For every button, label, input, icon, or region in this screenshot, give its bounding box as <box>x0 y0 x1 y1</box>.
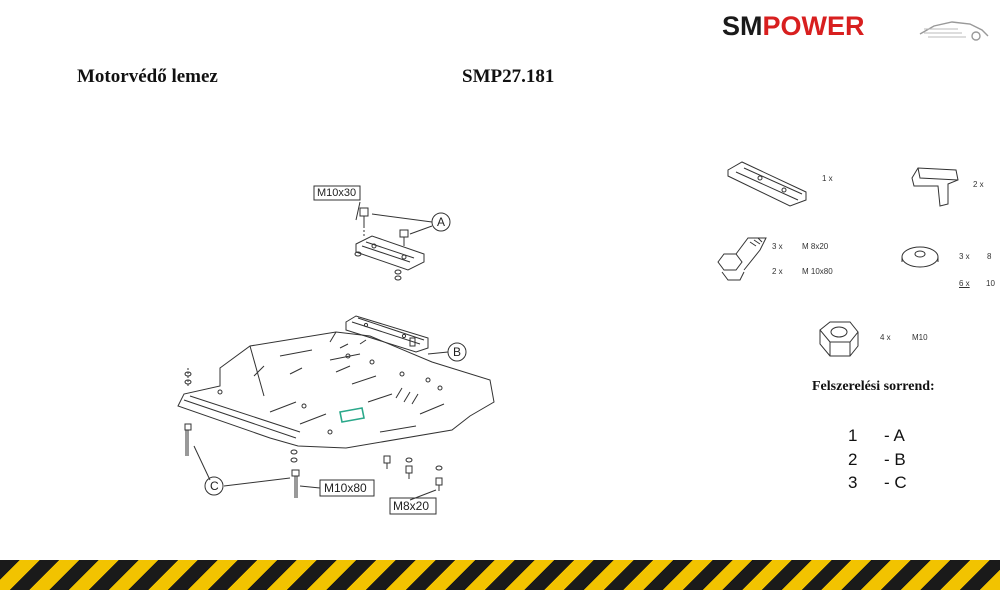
bolt-label-m8x20: M8x20 <box>393 499 430 513</box>
step-2-number: 2 <box>848 450 858 469</box>
bolt-qty-2: 2 x <box>772 267 783 276</box>
hazard-stripe-footer <box>0 560 1000 590</box>
label-box-m10x30 <box>313 185 361 201</box>
product-code: SMP27.181 <box>462 66 555 87</box>
smpower-logo: SMPOWER <box>722 8 990 44</box>
bolt-top-1 <box>359 207 369 217</box>
step-3-number: 3 <box>848 473 858 492</box>
leader-b <box>427 351 449 355</box>
leader-c-2 <box>193 445 211 481</box>
washer-size-1: 8 <box>987 252 992 261</box>
step-3-label: - C <box>884 473 907 492</box>
leader-m10x30 <box>355 201 361 221</box>
drain-hole-outline <box>339 407 365 423</box>
logo-power-text: POWER <box>762 11 865 41</box>
tbracket-qty: 2 x <box>973 180 984 189</box>
step-1-number: 1 <box>848 426 858 445</box>
nut-size: M10 <box>912 333 928 342</box>
callout-a: A <box>437 215 446 229</box>
leader-a-2 <box>409 225 433 235</box>
step-2-label: - B <box>884 450 906 469</box>
leader-a-1 <box>371 213 433 223</box>
car-silhouette-icon <box>919 21 989 41</box>
label-box-m8x20 <box>389 497 437 515</box>
callout-a-circle <box>431 212 451 232</box>
assembly-diagram <box>177 161 959 515</box>
callout-b: B <box>453 345 462 359</box>
bracket-a-drawing <box>355 235 425 271</box>
nut-qty: 4 x <box>880 333 891 342</box>
leader-m10x80 <box>299 485 321 489</box>
bolt-qty-1: 3 x <box>772 242 783 251</box>
bolt-size-2: M 10x80 <box>802 267 833 276</box>
label-box-m10x80 <box>319 479 375 497</box>
bolt-label-m10x30: M10x30 <box>317 187 357 199</box>
install-order-title: Felszerelési sorrend: <box>812 379 935 394</box>
part-tbracket-icon <box>911 167 959 207</box>
logo-sm-text: SM <box>722 11 763 41</box>
washer-qty-1: 3 x <box>959 252 970 261</box>
washer-size-2: 10 <box>986 279 995 288</box>
callout-c: C <box>210 479 219 493</box>
product-name: Motorvédő lemez <box>77 66 218 87</box>
callout-c-circle <box>204 476 224 496</box>
skid-plate-drawing <box>177 331 495 449</box>
part-bolt-icon <box>717 237 767 281</box>
step-1-label: - A <box>884 426 905 445</box>
bracket-qty: 1 x <box>822 174 833 183</box>
part-bracket-icon <box>727 161 807 207</box>
bracket-b-drawing <box>345 315 429 353</box>
leader-c-1 <box>223 477 291 487</box>
washer-qty-2: 6 x <box>959 279 970 288</box>
part-washer-icon <box>901 246 939 268</box>
bolt-top-2 <box>399 229 409 238</box>
callout-b-circle <box>447 342 467 362</box>
bolt-label-m10x80: M10x80 <box>324 481 367 495</box>
bolt-size-1: M 8x20 <box>802 242 829 251</box>
part-nut-icon <box>819 321 859 357</box>
